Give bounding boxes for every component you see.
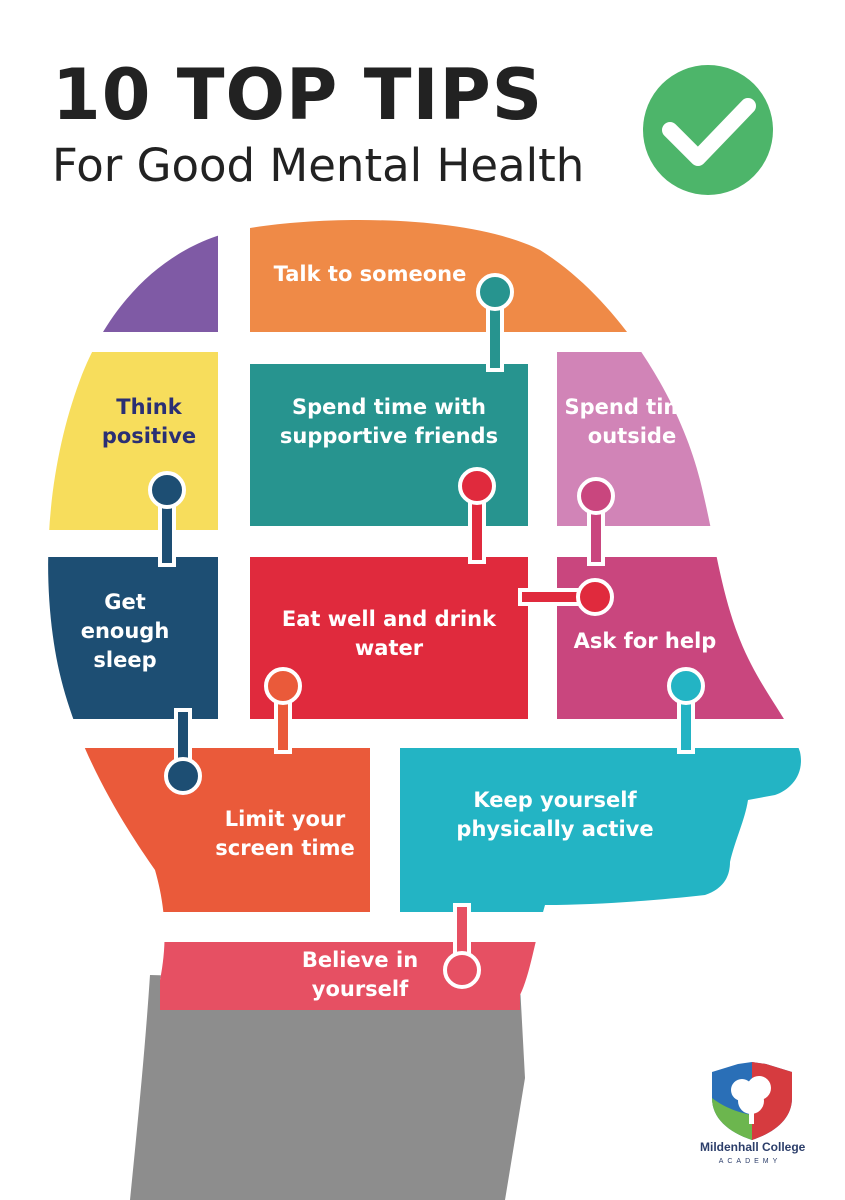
tip-line: yourself <box>311 977 409 1001</box>
tip-line: Get <box>104 590 146 614</box>
tip-line: screen time <box>215 836 355 860</box>
tip-line: water <box>354 636 424 660</box>
tip-line: outside <box>587 424 677 448</box>
connector-cyan <box>667 667 705 705</box>
connector-orange-red <box>264 667 302 705</box>
tip-get-enough-sleep: Get enough sleep <box>60 588 190 675</box>
school-name: Mildenhall College <box>700 1140 806 1154</box>
connector-magenta <box>577 477 615 515</box>
tip-supportive-friends: Spend time with supportive friends <box>250 393 528 451</box>
tip-line: Believe in <box>301 948 419 972</box>
suit-shape <box>130 975 525 1200</box>
school-subtitle: ACADEMY <box>718 1158 782 1165</box>
tip-ask-for-help: Ask for help <box>570 627 720 656</box>
tip-line: Limit your <box>224 807 346 831</box>
tip-line: Eat well and drink <box>281 607 497 631</box>
tip-physically-active: Keep yourself physically active <box>440 786 670 844</box>
tip-talk-to-someone: Talk to someone <box>250 260 490 289</box>
tip-line: Think <box>116 395 182 419</box>
tip-spend-time-outside: Spend time outside <box>557 393 707 451</box>
tip-line: Ask for help <box>573 629 717 653</box>
connector-red-top <box>458 467 496 505</box>
tip-line: physically active <box>456 817 654 841</box>
connector-red-right <box>576 578 614 616</box>
piece-navy <box>48 557 218 719</box>
tip-line: Spend time with <box>292 395 486 419</box>
checkmark-icon <box>643 65 773 195</box>
tip-line: enough <box>80 619 170 643</box>
connector-coral <box>443 951 481 989</box>
page-subtitle: For Good Mental Health <box>52 139 585 192</box>
shield-tree-icon <box>712 1062 792 1140</box>
tip-line: supportive friends <box>279 424 499 448</box>
connector-navy-bottom <box>164 757 202 795</box>
tip-believe-in-yourself: Believe in yourself <box>290 946 430 1004</box>
connector-navy-top <box>148 471 186 509</box>
check-badge <box>643 65 773 195</box>
head-puzzle <box>48 220 801 1010</box>
tip-line: Keep yourself <box>473 788 637 812</box>
tip-line: sleep <box>93 648 157 672</box>
tip-line: positive <box>101 424 197 448</box>
tip-think-positive: Think positive <box>60 393 238 451</box>
tip-limit-screen-time: Limit your screen time <box>200 805 370 863</box>
page-title: 10 TOP TIPS <box>52 54 544 136</box>
tip-line: Spend time <box>564 395 700 419</box>
connector-teal <box>476 273 514 311</box>
tip-eat-well: Eat well and drink water <box>250 605 528 663</box>
piece-purple <box>48 220 218 332</box>
tip-line: Talk to someone <box>273 262 467 286</box>
